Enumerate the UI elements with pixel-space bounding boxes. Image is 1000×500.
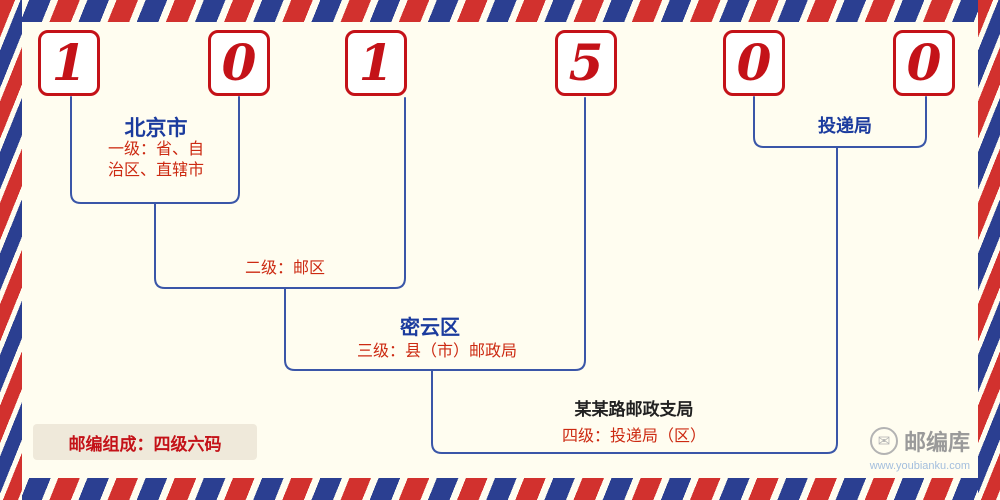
postal-digit-2: 0 bbox=[221, 33, 257, 92]
level1-province-name: 北京市 bbox=[124, 117, 188, 140]
composition-badge: 邮编组成：四级六码 bbox=[33, 424, 257, 460]
postal-digit-box-6: 0 bbox=[893, 30, 955, 96]
level2-label: 二级：邮区 bbox=[244, 260, 325, 277]
level3-label: 三级：县（市）邮政局 bbox=[356, 343, 517, 360]
envelope-icon: ✉ bbox=[869, 427, 898, 455]
brand-url: www.youbianku.com bbox=[869, 460, 970, 472]
brand-name: 邮编库 bbox=[903, 430, 970, 455]
level3-district-name: 密云区 bbox=[400, 317, 460, 339]
level1-description-line1: 一级：省、自 bbox=[107, 141, 204, 158]
postal-digit-4: 5 bbox=[568, 33, 604, 92]
airmail-border-top bbox=[0, 0, 1000, 22]
postal-digit-box-2: 0 bbox=[208, 30, 270, 96]
delivery-bureau-label: 投递局 bbox=[818, 116, 872, 136]
level4-label: 四级：投递局（区） bbox=[561, 428, 706, 445]
level4-branch-name: 某某路邮政支局 bbox=[574, 400, 694, 419]
postal-digit-box-3: 1 bbox=[345, 30, 407, 96]
level1-description: 一级：省、自 治区、直辖市 bbox=[72, 139, 240, 181]
postal-digit-3: 1 bbox=[358, 33, 394, 92]
level1-description-line2: 治区、直辖市 bbox=[107, 162, 204, 179]
postal-digit-5: 0 bbox=[736, 33, 772, 92]
airmail-border-left bbox=[0, 0, 22, 500]
brand-logo: ✉ 邮编库 www.youbianku.com bbox=[870, 425, 970, 472]
postal-digit-box-4: 5 bbox=[555, 30, 617, 96]
postal-digit-6: 0 bbox=[906, 33, 942, 92]
composition-text: 邮编组成：四级六码 bbox=[68, 434, 222, 454]
postal-digit-box-5: 0 bbox=[723, 30, 785, 96]
airmail-border-right bbox=[978, 0, 1000, 500]
airmail-border-bottom bbox=[0, 478, 1000, 500]
postal-digit-box-1: 1 bbox=[38, 30, 100, 96]
postal-digit-1: 1 bbox=[51, 33, 87, 92]
